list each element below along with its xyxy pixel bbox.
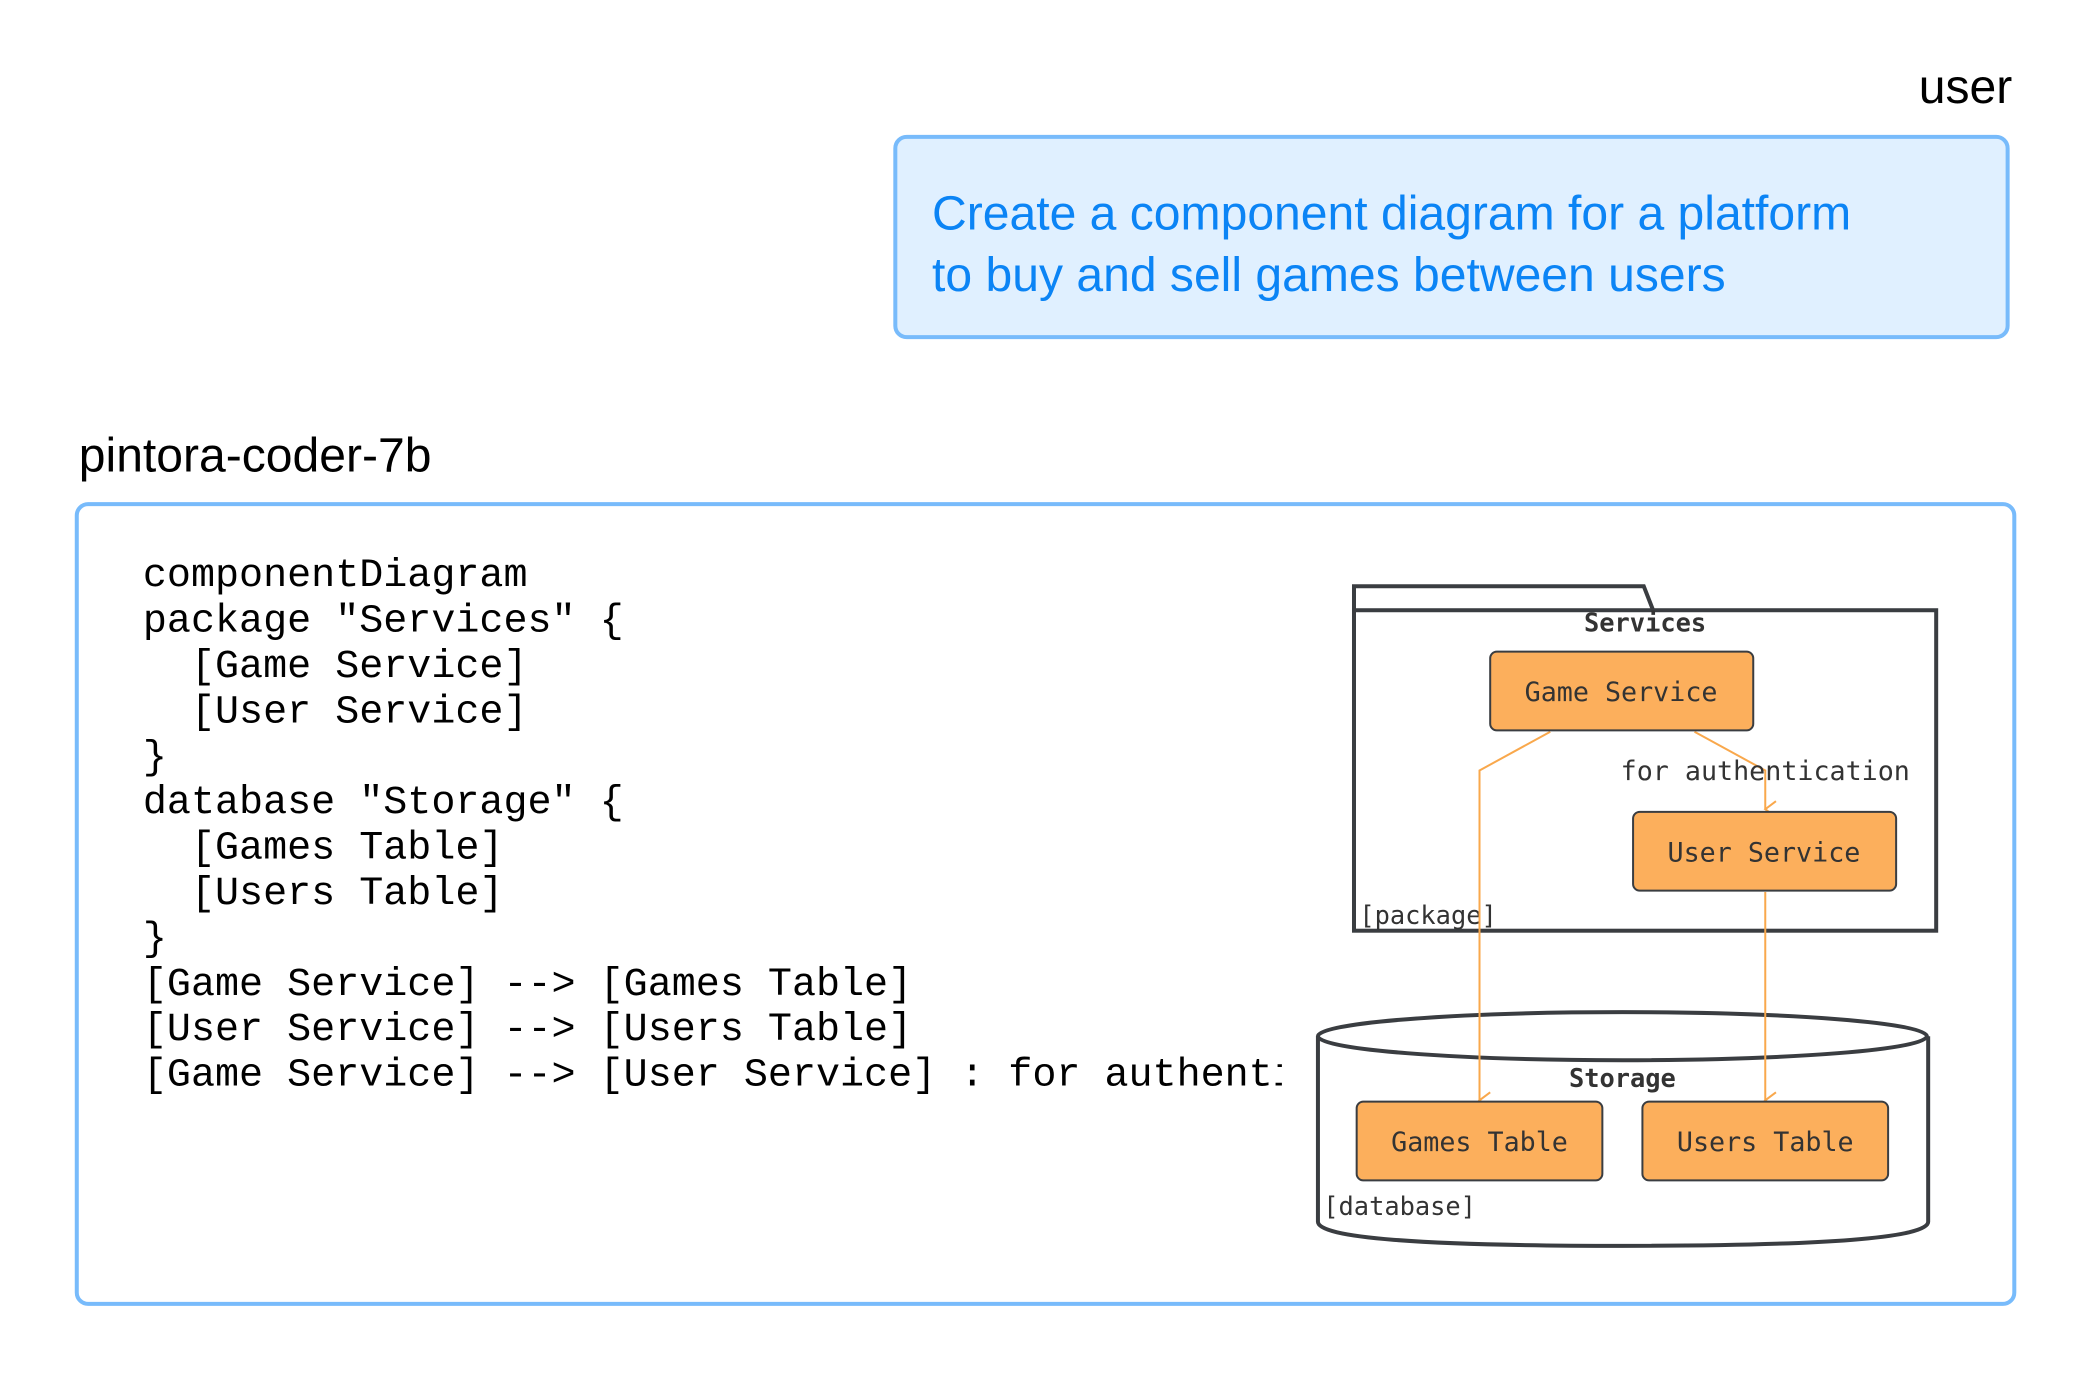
- database-tag: [database]: [1323, 1191, 1476, 1221]
- edge-label: for authentication: [1621, 756, 1910, 787]
- assistant-label: pintora-coder-7b: [78, 427, 432, 483]
- assistant-response-box: componentDiagram package "Services" { [G…: [74, 502, 2017, 1306]
- database-top: [1315, 1010, 1929, 1063]
- database-title: Storage: [1569, 1063, 1676, 1093]
- user-message-text: Create a component diagram for a platfor…: [932, 185, 1852, 302]
- component-diagram: Services [package] Storage [database] fo…: [1315, 584, 1939, 1248]
- component-games-table: Games Table: [1355, 1100, 1604, 1182]
- component-game-service: Game Service: [1489, 650, 1755, 732]
- edge-game-to-user-service: [1694, 730, 1777, 819]
- component-label: Game Service: [1525, 677, 1718, 708]
- database-body: [1315, 1036, 1931, 1248]
- package-title: Services: [1584, 608, 1706, 638]
- component-label: User Service: [1668, 837, 1861, 868]
- edges: for authentication: [1477, 730, 1910, 1110]
- component-user-service: User Service: [1632, 810, 1898, 892]
- package-body: [1351, 608, 1939, 933]
- code-block: componentDiagram package "Services" { [G…: [142, 554, 1282, 1099]
- component-label: Users Table: [1677, 1127, 1854, 1158]
- user-label: user: [1918, 58, 2013, 114]
- package-tag: [package]: [1359, 900, 1496, 930]
- edge-game-to-games-table: [1477, 730, 1551, 1110]
- component-users-table: Users Table: [1641, 1100, 1890, 1182]
- user-message-bubble: Create a component diagram for a platfor…: [893, 134, 2010, 340]
- services-package: Services [package]: [1351, 584, 1939, 933]
- package-tab: [1351, 584, 1655, 611]
- storage-database: Storage [database]: [1315, 1010, 1931, 1248]
- component-label: Games Table: [1391, 1127, 1568, 1158]
